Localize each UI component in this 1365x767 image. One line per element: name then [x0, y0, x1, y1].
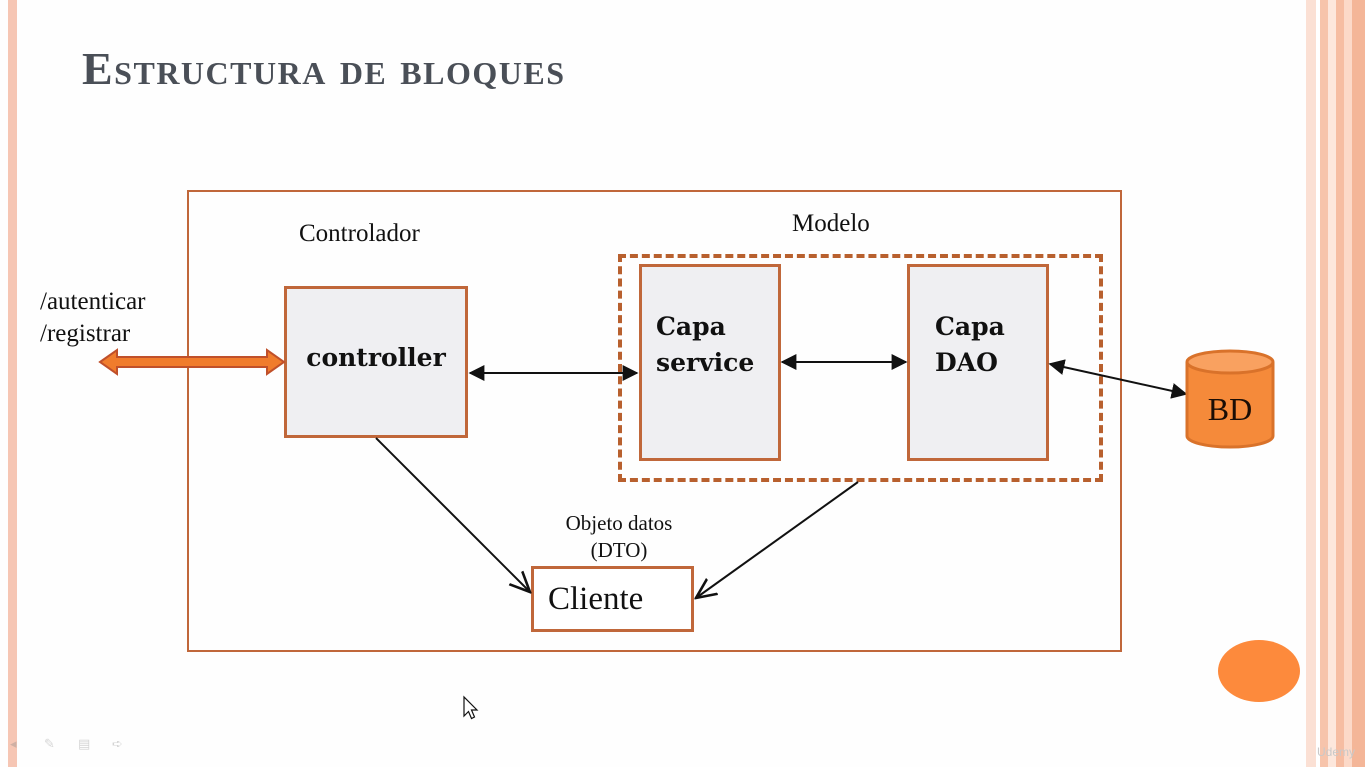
- model-section-label: Modelo: [792, 210, 870, 237]
- route-registrar: /registrar: [40, 320, 131, 347]
- dto-caption-line-1: Objeto datos: [565, 511, 673, 535]
- menu-icon[interactable]: ▤: [78, 737, 91, 752]
- decorative-circle: [1218, 640, 1300, 702]
- dto-cliente-label: Cliente: [548, 580, 644, 617]
- watermark: Udemy: [1316, 745, 1355, 759]
- dao-layer-box: Capa DAO: [907, 264, 1049, 461]
- dto-caption: Objeto datos (DTO): [540, 510, 698, 564]
- pen-icon[interactable]: ✎: [44, 737, 55, 752]
- right-border-stripes: [1306, 0, 1365, 767]
- controller-section-label: Controlador: [299, 220, 420, 247]
- service-layer-box: Capa service: [639, 264, 781, 461]
- diagram-frame: [187, 190, 1122, 652]
- arrow-dao-database: [1048, 359, 1188, 399]
- cursor-icon: [463, 695, 479, 720]
- database-label: BD: [1207, 391, 1253, 427]
- route-autenticar: /autenticar: [40, 288, 146, 315]
- controller-box-label: controller: [306, 343, 446, 372]
- presentation-toolbar: ◂ ✎ ▤ ➪: [10, 738, 130, 752]
- database-icon: [1185, 349, 1275, 449]
- route-list: /autenticar /registrar: [40, 286, 146, 350]
- left-border-stripe: [8, 0, 17, 767]
- dto-cliente-box: Cliente: [531, 566, 694, 632]
- service-box-line-2: service: [656, 348, 755, 377]
- slide-title: Estructura de bloques: [82, 43, 566, 94]
- arrow-controller-dto: [375, 437, 530, 592]
- prev-icon[interactable]: ◂: [10, 737, 17, 752]
- dao-box-line-1: Capa: [935, 312, 1005, 341]
- service-box-line-1: Capa: [656, 312, 726, 341]
- exit-icon[interactable]: ➪: [112, 737, 123, 752]
- dto-caption-line-2: (DTO): [590, 538, 648, 562]
- dao-box-line-2: DAO: [935, 348, 998, 377]
- double-arrow-icon: [98, 348, 286, 376]
- controller-box: controller: [284, 286, 468, 438]
- arrow-model-dto: [696, 481, 859, 598]
